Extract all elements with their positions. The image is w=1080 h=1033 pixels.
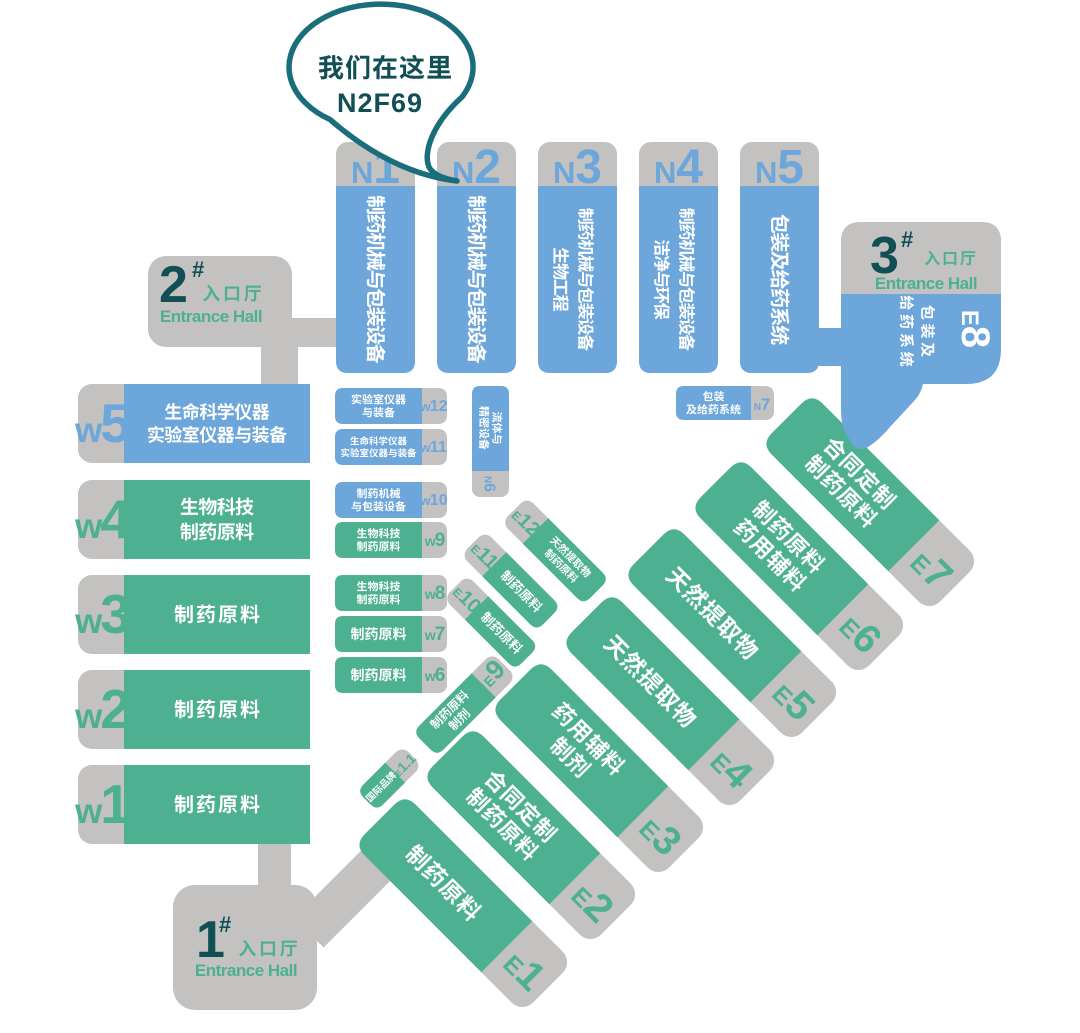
svg-text:1: 1 <box>196 911 225 969</box>
svg-text:w: w <box>74 602 103 641</box>
svg-text:w: w <box>74 697 103 736</box>
svg-text:Entrance Hall: Entrance Hall <box>875 274 977 293</box>
svg-text:3: 3 <box>575 141 602 194</box>
svg-text:9: 9 <box>435 530 446 551</box>
svg-text:4: 4 <box>100 488 131 550</box>
svg-text:w: w <box>424 533 436 549</box>
svg-text:11: 11 <box>430 439 447 456</box>
svg-text:4: 4 <box>676 141 703 194</box>
svg-text:w: w <box>419 440 431 455</box>
svg-text:6: 6 <box>435 665 446 686</box>
svg-text:w: w <box>74 507 103 546</box>
svg-text:#: # <box>901 227 913 252</box>
svg-text:5: 5 <box>777 141 804 194</box>
svg-text:#: # <box>192 257 204 282</box>
svg-text:N: N <box>754 402 761 413</box>
svg-text:w: w <box>419 493 431 508</box>
svg-text:N: N <box>654 155 676 190</box>
svg-text:E8: E8 <box>953 310 997 348</box>
svg-text:2: 2 <box>159 256 188 314</box>
svg-text:7: 7 <box>435 624 446 645</box>
svg-text:w: w <box>419 399 431 414</box>
svg-text:5: 5 <box>100 392 131 454</box>
svg-text:2: 2 <box>474 141 501 194</box>
svg-text:12: 12 <box>430 398 448 415</box>
svg-text:N2F69: N2F69 <box>337 88 423 118</box>
svg-text:8: 8 <box>435 583 446 604</box>
svg-text:N: N <box>553 155 575 190</box>
svg-text:3: 3 <box>870 227 899 285</box>
svg-text:10: 10 <box>430 492 448 509</box>
svg-text:3: 3 <box>100 583 131 645</box>
svg-text:w: w <box>424 586 436 602</box>
svg-text:w: w <box>74 792 103 831</box>
svg-text:#: # <box>219 912 231 937</box>
svg-text:N: N <box>351 155 373 190</box>
svg-text:w: w <box>74 411 103 450</box>
svg-text:N6: N6 <box>481 476 498 492</box>
svg-text:Entrance Hall: Entrance Hall <box>160 307 262 326</box>
svg-text:w: w <box>424 668 436 684</box>
svg-text:N: N <box>452 155 474 190</box>
svg-text:7: 7 <box>761 395 770 414</box>
svg-text:Entrance Hall: Entrance Hall <box>195 961 297 980</box>
svg-text:N: N <box>755 155 777 190</box>
svg-text:1: 1 <box>100 773 131 835</box>
svg-text:w: w <box>424 627 436 643</box>
svg-text:2: 2 <box>100 678 131 740</box>
